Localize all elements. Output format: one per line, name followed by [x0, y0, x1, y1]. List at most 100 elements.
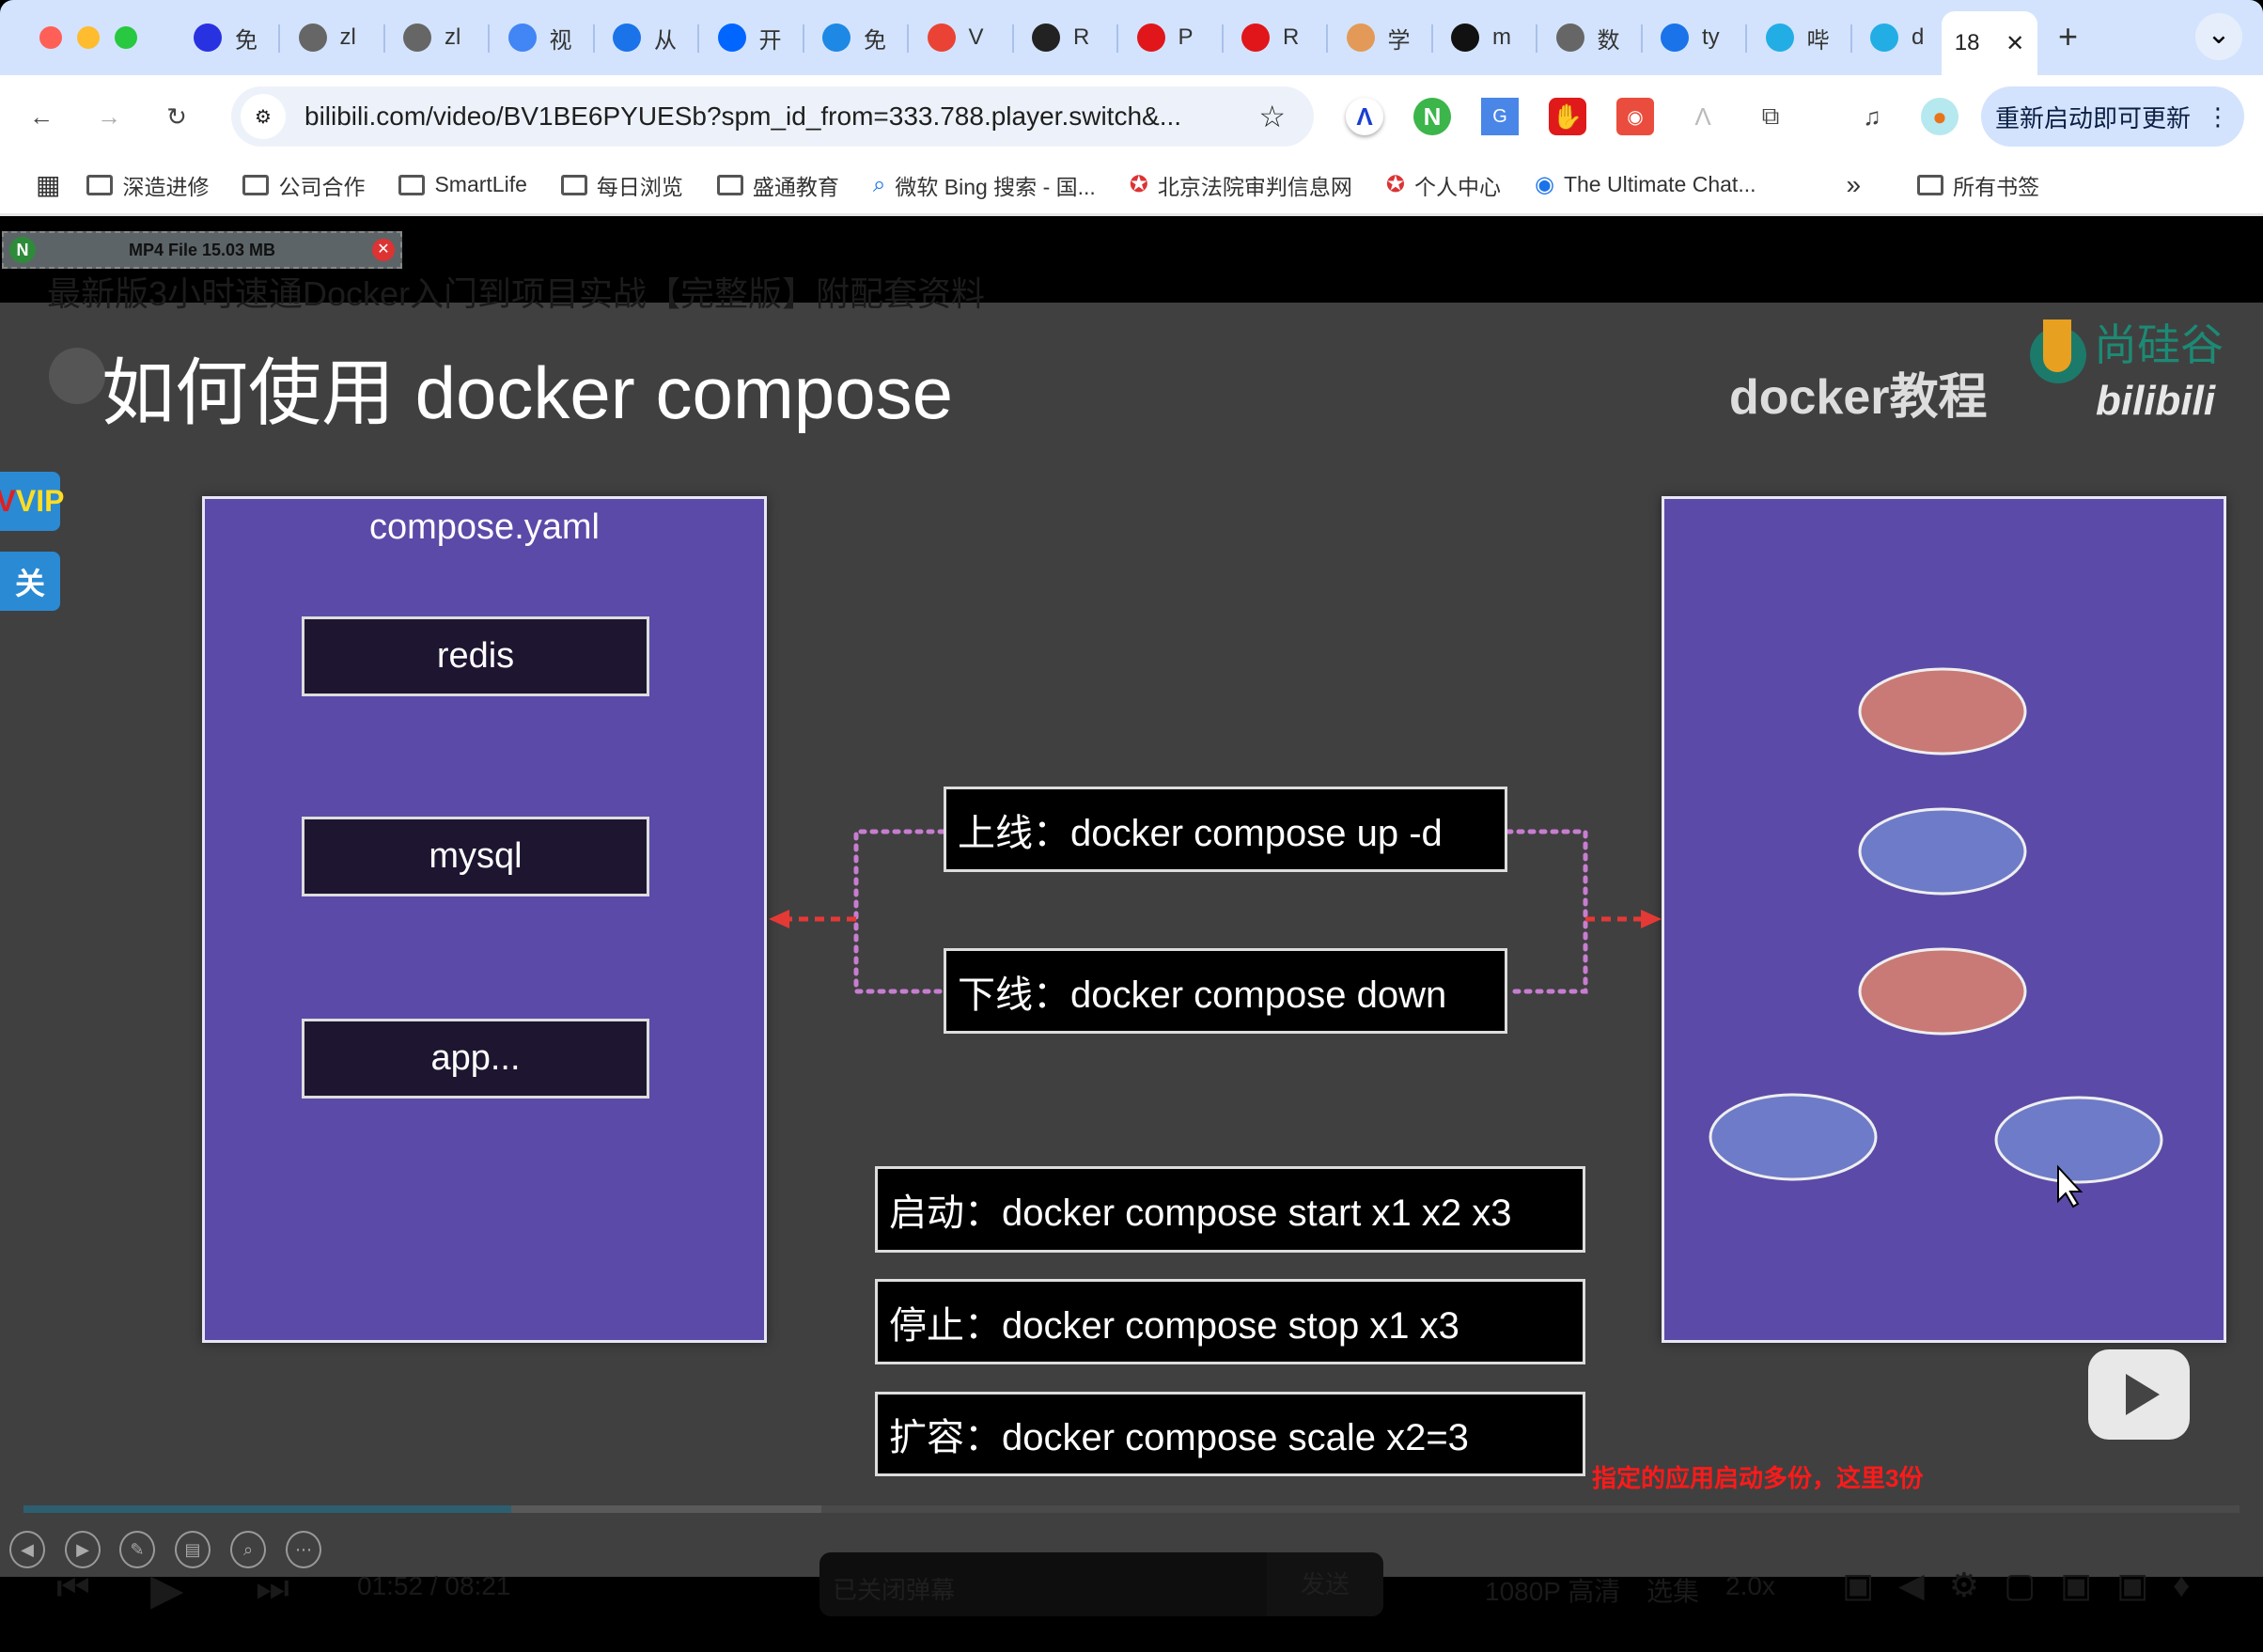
globe-icon	[1555, 23, 1584, 52]
tab[interactable]: zl	[289, 13, 356, 62]
tab[interactable]: d	[1861, 13, 1924, 62]
bookmark-label: 每日浏览	[596, 174, 683, 199]
bookmarks-overflow-icon[interactable]: »	[1846, 169, 1862, 199]
prev-frame-icon[interactable]: ◀	[9, 1531, 45, 1568]
extension-a-icon[interactable]: Λ	[1694, 101, 1711, 131]
send-danmaku-button[interactable]: 发送	[1267, 1552, 1383, 1616]
tab-separator	[592, 24, 595, 53]
bookmark-item[interactable]: SmartLife	[398, 172, 527, 197]
maximize-window-button[interactable]	[115, 26, 137, 49]
baidu-icon	[194, 23, 222, 52]
apps-grid-icon[interactable]: ▦	[36, 170, 61, 199]
tab[interactable]: 免	[813, 13, 886, 62]
url-text[interactable]: bilibili.com/video/BV1BE6PYUESb?spm_id_f…	[304, 101, 1182, 131]
bookmark-item[interactable]: ✪北京法院审判信息网	[1130, 169, 1352, 201]
extensions-puzzle-icon[interactable]: ⧉	[1761, 101, 1780, 130]
folder-icon	[398, 174, 426, 195]
tab-active[interactable]: 18 ✕	[1942, 11, 2037, 75]
reload-icon[interactable]: ↻	[166, 101, 187, 131]
containers-panel	[1662, 496, 2226, 1343]
vip-label: VIP	[15, 484, 65, 518]
site-info-icon[interactable]: ⚙	[241, 94, 286, 139]
menu-dots-icon[interactable]: ⋮	[2206, 101, 2230, 131]
forward-icon[interactable]: →	[97, 101, 121, 131]
tab[interactable]: zl	[394, 13, 460, 62]
all-bookmarks[interactable]: 所有书签	[1917, 169, 2039, 201]
tab[interactable]: V	[918, 13, 984, 62]
zoom-icon[interactable]: ⌕	[230, 1531, 266, 1568]
service-redis: redis	[302, 616, 649, 696]
adblock-icon[interactable]: ✋	[1549, 98, 1586, 135]
bookmark-label: 微软 Bing 搜索 - 国...	[895, 174, 1096, 199]
profile-avatar[interactable]: ●	[1921, 98, 1959, 135]
mouse-cursor-icon	[2057, 1164, 2084, 1208]
speed-selector[interactable]: 2.0x	[1725, 1571, 1775, 1600]
tab[interactable]: 免	[184, 13, 258, 62]
tab[interactable]: 数	[1547, 13, 1620, 62]
tab-search-button[interactable]: ⌄	[2195, 13, 2242, 60]
connector-right	[1505, 829, 1588, 994]
layout-icon[interactable]: ▤	[175, 1531, 211, 1568]
bookmark-item[interactable]: 盛通教育	[716, 169, 839, 201]
close-window-button[interactable]	[39, 26, 62, 49]
more-icon[interactable]: ⋯	[286, 1531, 321, 1568]
progress-bar[interactable]	[23, 1505, 2240, 1513]
tab-separator	[382, 24, 385, 53]
tab[interactable]: 学	[1337, 13, 1411, 62]
tab-title: 数	[1597, 27, 1620, 54]
tab[interactable]: 开	[709, 13, 782, 62]
tab-title: R	[1073, 24, 1090, 50]
bookmark-item[interactable]: 每日浏览	[560, 169, 683, 201]
media-control-icon[interactable]: ♫	[1863, 101, 1881, 131]
danmaku-input[interactable]: 已关闭弹幕	[819, 1552, 1267, 1616]
bookmark-star-icon[interactable]: ☆	[1258, 100, 1286, 133]
player-icons[interactable]: ▣◀⚙▢▣▣♦	[1842, 1566, 2215, 1604]
tab[interactable]: R	[1022, 13, 1089, 62]
start-command: 启动：docker compose start x1 x2 x3	[875, 1166, 1585, 1253]
tab-title: V	[968, 24, 984, 50]
prev-episode-icon[interactable]: ⏮	[56, 1567, 90, 1609]
screenshot-icon[interactable]: ◉	[1616, 98, 1654, 135]
annotation-text: 指定的应用启动多份，这里3份	[1592, 1464, 1924, 1492]
tab[interactable]: 哔	[1756, 13, 1830, 62]
bookmark-label: 盛通教育	[752, 174, 839, 199]
play-icon[interactable]: ▶	[150, 1565, 184, 1613]
extension-ai-icon[interactable]: Λ	[1346, 98, 1383, 135]
next-frame-icon[interactable]: ▶	[65, 1531, 101, 1568]
close-download-icon[interactable]: ✕	[372, 239, 395, 261]
pen-icon[interactable]: ✎	[119, 1531, 155, 1568]
update-button[interactable]: 重新启动即可更新 ⋮	[1981, 86, 2244, 147]
tab[interactable]: R	[1232, 13, 1299, 62]
bookmark-item[interactable]: ✪个人中心	[1386, 169, 1501, 201]
tab[interactable]: 从	[603, 13, 677, 62]
quality-selector[interactable]: 1080P 高清	[1485, 1577, 1621, 1606]
bookmark-item[interactable]: ⌕微软 Bing 搜索 - 国...	[873, 169, 1096, 201]
new-tab-button[interactable]: +	[2058, 17, 2079, 55]
tab[interactable]: P	[1128, 13, 1194, 62]
next-episode-icon[interactable]: ⏭	[256, 1567, 289, 1609]
github-icon	[1032, 23, 1060, 52]
bookmark-item[interactable]: 公司合作	[242, 169, 365, 201]
extension-n-icon[interactable]: N	[1413, 98, 1451, 135]
folder-icon	[86, 174, 114, 195]
bookmark-item[interactable]: 深造进修	[86, 169, 209, 201]
tab[interactable]: ty	[1651, 13, 1720, 62]
bookmark-item[interactable]: ◉The Ultimate Chat...	[1535, 171, 1756, 198]
connector-left	[853, 829, 951, 994]
close-tab-icon[interactable]: ✕	[2005, 30, 2025, 56]
bilibili-icon	[1765, 23, 1794, 52]
close-side-button[interactable]: 关	[0, 552, 60, 611]
tab[interactable]: m	[1442, 13, 1511, 62]
tab-title: 免	[235, 27, 258, 54]
tab[interactable]: 视	[499, 13, 572, 62]
back-icon[interactable]: ←	[29, 101, 54, 131]
download-bar[interactable]: N MP4 File 15.03 MB ✕	[2, 231, 402, 269]
episodes-button[interactable]: 选集	[1647, 1577, 1700, 1606]
address-bar[interactable]: ⚙ bilibili.com/video/BV1BE6PYUESb?spm_id…	[231, 86, 1314, 147]
tab-separator	[907, 24, 909, 53]
google-translate-icon[interactable]: G	[1481, 98, 1519, 135]
minimize-window-button[interactable]	[77, 26, 100, 49]
bilibili-play-icon[interactable]	[2088, 1349, 2190, 1440]
